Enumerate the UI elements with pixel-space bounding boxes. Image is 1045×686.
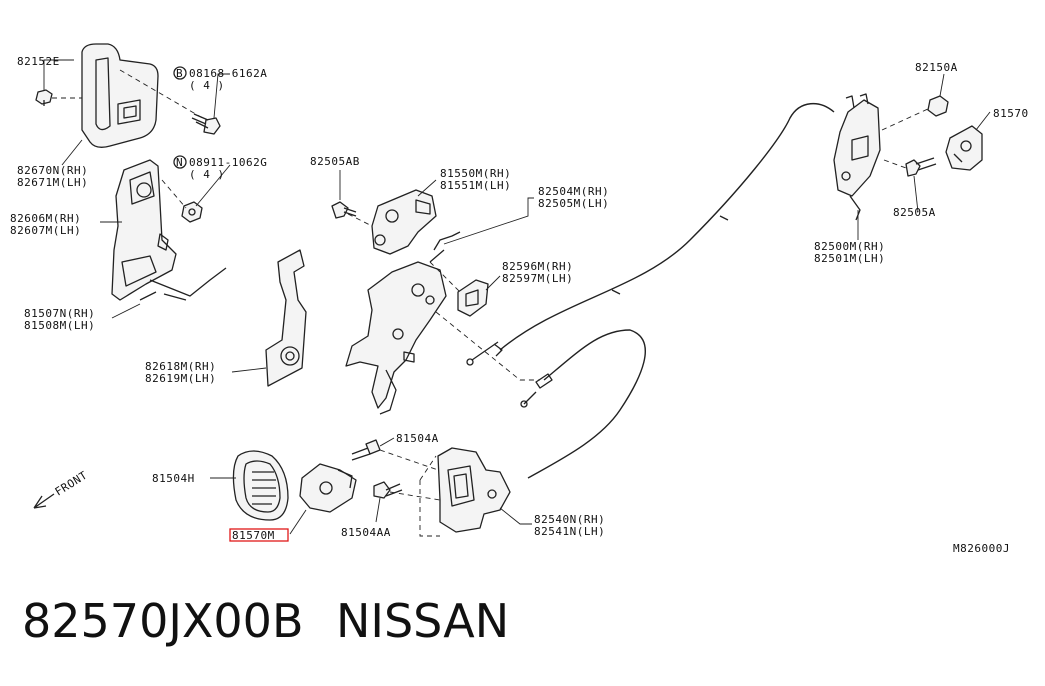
bolt-82505ab-part — [331, 201, 357, 219]
striker-81570-part — [945, 125, 983, 171]
front-direction-label: FRONT — [53, 469, 90, 499]
callout-82152e: 82152E — [17, 55, 60, 68]
brand-name: NISSAN — [336, 594, 510, 648]
callout-82505ab: 82505AB — [310, 155, 360, 168]
front-arrow-icon — [33, 493, 55, 509]
callout-82505a: 82505A — [893, 206, 936, 219]
callout-qty-4a: ( 4 ) — [189, 79, 225, 92]
callout-82540n: 82540N(RH) — [534, 513, 605, 526]
callout-82541n: 82541N(LH) — [534, 525, 605, 538]
screw-08168-part — [191, 113, 221, 135]
callout-81570m: 81570M — [232, 529, 275, 542]
rod-82504m-part — [429, 231, 461, 263]
cable-end-part — [466, 341, 503, 366]
callout-81508m: 81508M(LH) — [24, 319, 95, 332]
callout-82606m: 82606M(RH) — [10, 212, 81, 225]
callout-82597m: 82597M(LH) — [502, 272, 573, 285]
callout-82501m: 82501M(LH) — [814, 252, 885, 265]
sealing-plate-part — [265, 249, 307, 387]
n-circle-icon — [173, 155, 187, 169]
rear-latch-part — [833, 93, 881, 221]
clip-82596m-part — [457, 279, 489, 317]
bolt-82150a-part — [927, 95, 949, 117]
callout-82619m: 82619M(LH) — [145, 372, 216, 385]
outside-handle-part — [81, 43, 159, 148]
bolt-81504aa-part — [373, 481, 403, 499]
callout-82500m: 82500M(RH) — [814, 240, 885, 253]
lock-base-part — [345, 261, 447, 415]
screw-81504a-part — [351, 439, 381, 461]
callout-82671m: 82671M(LH) — [17, 176, 88, 189]
b-circle-icon — [173, 66, 187, 80]
callout-81570: 81570 — [993, 107, 1029, 120]
leader-lines — [43, 59, 991, 537]
callout-n: N — [176, 156, 183, 169]
callout-82618m: 82618M(RH) — [145, 360, 216, 373]
callout-82505m: 82505M(LH) — [538, 197, 609, 210]
actuator-81550m-part — [371, 189, 437, 255]
callout-labels: 82152E B 08168-6162A ( 4 ) 82670N(RH) 82… — [10, 55, 1029, 555]
callout-81507n: 81507N(RH) — [24, 307, 95, 320]
callout-82504m: 82504M(RH) — [538, 185, 609, 198]
callout-82670n: 82670N(RH) — [17, 164, 88, 177]
seal-81504h-part — [232, 450, 289, 521]
callout-82596m: 82596M(RH) — [502, 260, 573, 273]
callout-81504h: 81504H — [152, 472, 195, 485]
front-latch-part — [437, 447, 511, 533]
selected-part-highlight — [229, 528, 289, 542]
callout-81504a: 81504A — [396, 432, 439, 445]
callout-81551m: 81551M(LH) — [440, 179, 511, 192]
callout-b: B — [176, 67, 183, 80]
bolt-82152e-part — [35, 89, 53, 106]
callout-qty-4b: ( 4 ) — [189, 168, 225, 181]
callout-82607m: 82607M(LH) — [10, 224, 81, 237]
remote-cable-part — [499, 103, 835, 479]
bracket-81570m-part — [299, 463, 357, 513]
nut-08911-part — [181, 201, 203, 223]
callout-81504aa: 81504AA — [341, 526, 391, 539]
callout-08911: 08911-1062G — [189, 156, 267, 169]
handle-bracket-part — [111, 159, 177, 301]
screw-82505a-part — [905, 157, 937, 177]
part-number-title: 82570JX00B — [22, 594, 304, 648]
callout-08168: 08168-6162A — [189, 67, 267, 80]
callout-82150a: 82150A — [915, 61, 958, 74]
rod-81507n-part — [139, 267, 227, 301]
diagram-code: M826000J — [953, 542, 1010, 555]
callout-81550m: 81550M(RH) — [440, 167, 511, 180]
